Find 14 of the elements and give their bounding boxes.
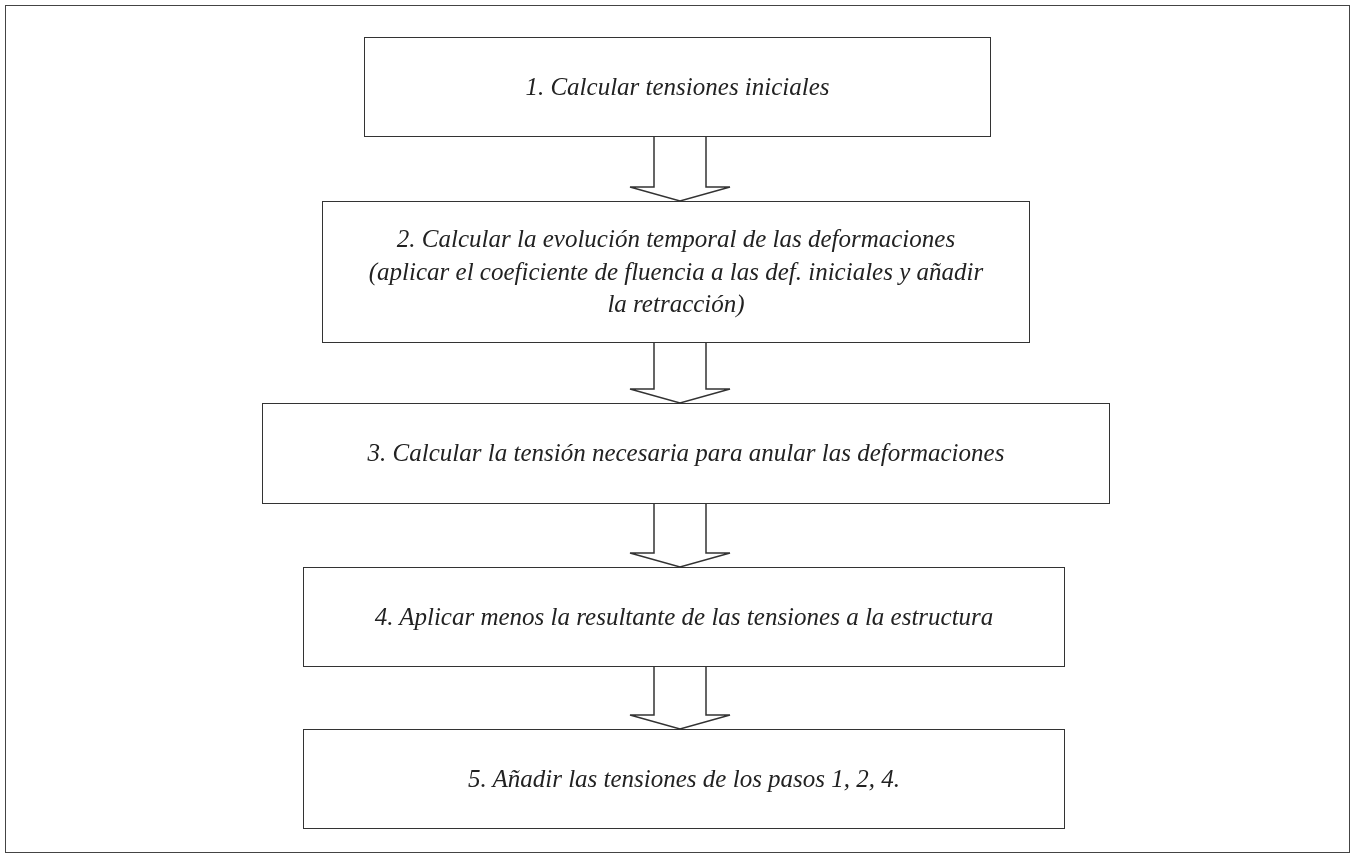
step-text: 5. Añadir las tensiones de los pasos 1, 2, 4. <box>466 763 902 794</box>
block-arrow <box>629 136 731 202</box>
block-arrow <box>629 666 731 730</box>
process-box <box>262 403 1110 504</box>
block-arrow <box>629 503 731 568</box>
step-text: 4. Aplicar menos la resultante de las tensiones a la estructura <box>373 601 995 632</box>
step-text: 3. Calcular la tensión necesaria para anular las deformaciones <box>366 438 1006 469</box>
process-box <box>303 567 1065 667</box>
step-text: 1. Calcular tensiones iniciales <box>524 71 831 102</box>
process-box <box>364 37 991 137</box>
process-box <box>322 201 1030 343</box>
process-box <box>303 729 1065 829</box>
block-arrow <box>629 342 731 404</box>
step-text: 2. Calcular la evolución temporal de las deformaciones (aplicar el coeficiente de fluencia a las def. iniciales y añadir la retracción) <box>367 224 985 320</box>
